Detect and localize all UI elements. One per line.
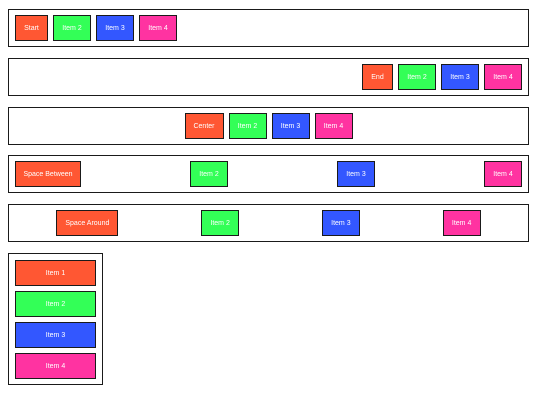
around-item-3: Item 3 — [321, 210, 360, 236]
end-item-3: Item 3 — [441, 64, 479, 90]
column-item-2: Item 2 — [15, 291, 96, 317]
space-around-container: Space Around Item 2 Item 3 Item 4 — [8, 204, 529, 242]
column-container: Item 1 Item 2 Item 3 Item 4 — [8, 253, 103, 385]
column-item-4: Item 4 — [15, 353, 96, 379]
end-item-1: End — [362, 64, 393, 90]
center-container: Center Item 2 Item 3 Item 4 — [8, 107, 529, 145]
around-item-4: Item 4 — [442, 210, 481, 236]
between-item-3: Item 3 — [337, 161, 375, 187]
between-item-4: Item 4 — [484, 161, 522, 187]
between-item-1: Space Between — [15, 161, 81, 187]
center-item-1: Center — [184, 113, 224, 139]
start-item-3: Item 3 — [96, 15, 134, 41]
flex-end-container: End Item 2 Item 3 Item 4 — [8, 58, 529, 96]
around-item-1: Space Around — [56, 210, 119, 236]
center-item-3: Item 3 — [271, 113, 310, 139]
around-item-2: Item 2 — [201, 210, 240, 236]
end-item-2: Item 2 — [398, 64, 436, 90]
center-item-4: Item 4 — [314, 113, 353, 139]
flex-start-container: Start Item 2 Item 3 Item 4 — [8, 9, 529, 47]
between-item-2: Item 2 — [190, 161, 228, 187]
start-item-4: Item 4 — [139, 15, 177, 41]
start-item-1: Start — [15, 15, 48, 41]
space-between-container: Space Between Item 2 Item 3 Item 4 — [8, 155, 529, 193]
center-item-2: Item 2 — [228, 113, 267, 139]
column-item-1: Item 1 — [15, 260, 96, 286]
end-item-4: Item 4 — [484, 64, 522, 90]
start-item-2: Item 2 — [53, 15, 91, 41]
column-item-3: Item 3 — [15, 322, 96, 348]
